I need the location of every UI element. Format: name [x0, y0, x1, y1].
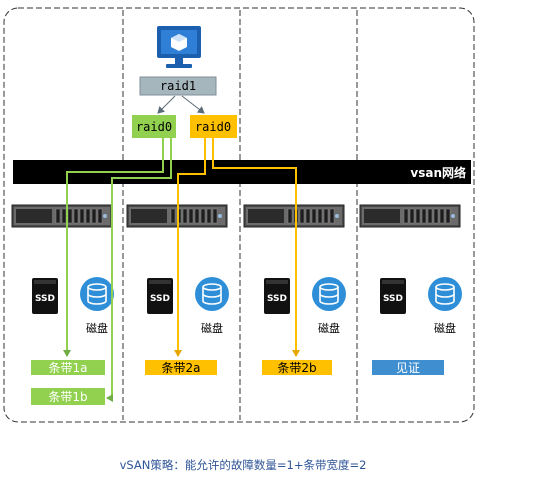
raid0-right-node: raid0	[190, 115, 237, 138]
disk-icon: 磁盘	[312, 277, 346, 335]
component-stripe-2a: 条带2a	[145, 360, 217, 375]
component-stripe-1a: 条带1a	[31, 360, 105, 375]
disk-icon: 磁盘	[80, 277, 114, 335]
policy-caption: vSAN策略：能允许的故障数量=1+条带宽度=2	[120, 458, 367, 472]
disk-label: 磁盘	[86, 321, 108, 335]
stripe-1a-label: 条带1a	[49, 361, 88, 375]
ssd-icon: SSD	[264, 278, 290, 314]
stripe-1a-path	[63, 138, 164, 357]
ssd-label: SSD	[150, 294, 170, 304]
ssd-label: SSD	[35, 294, 55, 304]
cluster-frame	[3, 7, 475, 423]
disk-label: 磁盘	[434, 321, 456, 335]
witness-label: 见证	[396, 361, 420, 375]
component-stripe-1b: 条带1b	[31, 388, 105, 405]
stripe-2b-path	[212, 138, 300, 357]
server-icon	[359, 204, 461, 228]
raid0-left-node: raid0	[132, 115, 176, 138]
server-icon	[243, 204, 345, 228]
raid1-to-raid0-left-arrow	[157, 95, 176, 114]
stripe-1-paths	[63, 138, 172, 402]
stripe-1b-path	[106, 138, 172, 402]
ssd-label: SSD	[383, 294, 403, 304]
component-stripe-2b: 条带2b	[262, 360, 332, 375]
stripe-2b-label: 条带2b	[277, 361, 316, 375]
ssd-icon: SSD	[147, 278, 173, 314]
stripe-2a-label: 条带2a	[162, 361, 201, 375]
stripe-1b-label: 条带1b	[48, 390, 87, 404]
component-witness: 见证	[372, 360, 444, 375]
host-column-dividers	[122, 10, 358, 420]
raid0-left-label: raid0	[136, 120, 172, 134]
disk-label: 磁盘	[318, 321, 340, 335]
ssd-label: SSD	[267, 294, 287, 304]
vsan-network-label: vsan网络	[410, 165, 466, 180]
stripe-2-paths	[174, 138, 300, 357]
disk-icon: 磁盘	[195, 277, 229, 335]
raid1-label: raid1	[160, 79, 196, 93]
disk-icon: 磁盘	[428, 277, 462, 335]
storage-icon-row: SSD 磁盘 SSD 磁盘 SSD 磁盘 SSD 磁盘	[32, 277, 462, 335]
server-row	[11, 204, 461, 228]
virtual-machine-monitor-icon	[157, 26, 201, 68]
stripe-2a-path	[174, 138, 206, 357]
raid1-node: raid1	[139, 76, 217, 96]
ssd-icon: SSD	[380, 278, 406, 314]
raid0-right-label: raid0	[195, 120, 231, 134]
server-icon	[11, 204, 113, 228]
raid1-to-raid0-right-arrow	[181, 95, 205, 114]
disk-label: 磁盘	[201, 321, 223, 335]
ssd-icon: SSD	[32, 278, 58, 314]
